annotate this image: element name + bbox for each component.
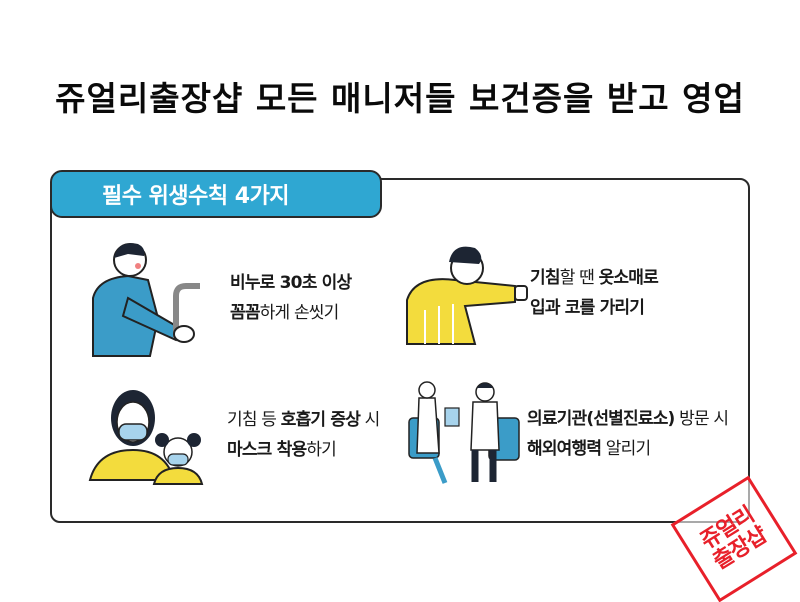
rule-item-hand-washing: 비누로 30초 이상 꼼꼼하게 손씻기 <box>88 238 352 358</box>
rule-text-medical-visit: 의료기관(선별진료소) 방문 시 해외여행력 알리기 <box>527 409 729 459</box>
rule-text-cough-sleeve: 기침할 땐 옷소매로 입과 코를 가리기 <box>530 267 659 318</box>
person-coughing-icon <box>406 246 528 345</box>
cough-sleeve-illustration <box>405 240 530 345</box>
rule-item-cough-sleeve: 기침할 땐 옷소매로 입과 코를 가리기 <box>405 240 659 345</box>
card-header-tab: 필수 위생수칙 4가지 <box>50 170 382 218</box>
card-header-title: 필수 위생수칙 4가지 <box>102 184 290 209</box>
hand-washing-illustration <box>88 238 228 358</box>
doctor-patient-icon <box>408 381 520 484</box>
rule-item-medical-visit: 의료기관(선별진료소) 방문 시 해외여행력 알리기 <box>405 378 729 490</box>
rule-item-mask: 기침 등 호흡기 증상 시 마스크 착용하기 <box>88 380 380 490</box>
rule-text-hand-washing: 비누로 30초 이상 꼼꼼하게 손씻기 <box>230 273 352 323</box>
medical-visit-illustration <box>405 378 525 490</box>
rule-text-mask: 기침 등 호흡기 증상 시 마스크 착용하기 <box>227 410 380 460</box>
mother-child-mask-icon <box>88 390 204 485</box>
page-title: 쥬얼리출장샵 모든 매니저들 보건증을 받고 영업 <box>55 79 745 118</box>
mask-illustration <box>88 380 223 490</box>
hand-washing-icon <box>92 243 200 357</box>
